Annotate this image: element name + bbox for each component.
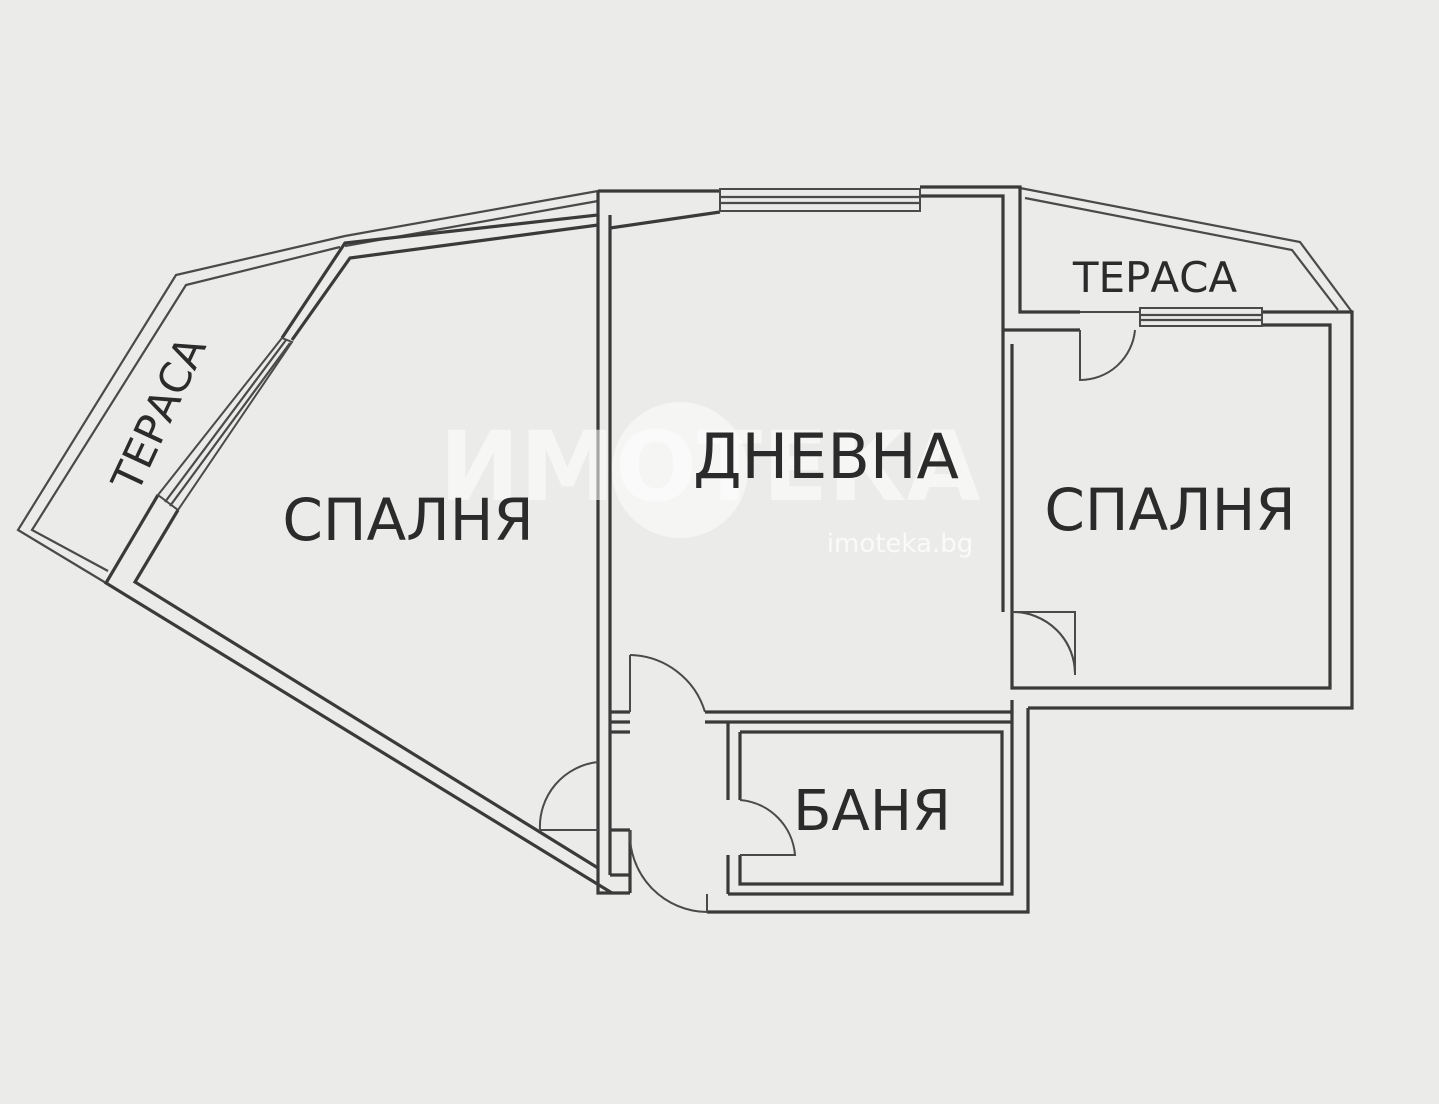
room-label-bedroom-left: СПАЛНЯ <box>282 486 533 554</box>
room-labels: СПАЛНЯ ДНЕВНА СПАЛНЯ БАНЯ ТЕРАСА ТЕРАСА <box>102 253 1296 844</box>
windows <box>156 188 1263 512</box>
doors <box>538 311 1140 914</box>
room-label-terrace-right: ТЕРАСА <box>1072 253 1238 302</box>
room-label-bedroom-right: СПАЛНЯ <box>1044 476 1295 544</box>
room-label-living-room: ДНЕВНА <box>693 420 959 493</box>
inner-walls <box>610 710 1012 894</box>
left-terrace <box>16 234 346 584</box>
watermark-url: imoteka.bg <box>827 529 973 559</box>
right-terrace <box>1019 186 1353 313</box>
watermark-brand: ИМОТЕКА <box>439 411 980 523</box>
room-label-bathroom: БАНЯ <box>793 779 951 844</box>
watermark-house-icon <box>612 402 748 538</box>
watermark: ИМОТЕКА imoteka.bg <box>439 402 981 559</box>
outer-walls <box>103 185 1354 914</box>
